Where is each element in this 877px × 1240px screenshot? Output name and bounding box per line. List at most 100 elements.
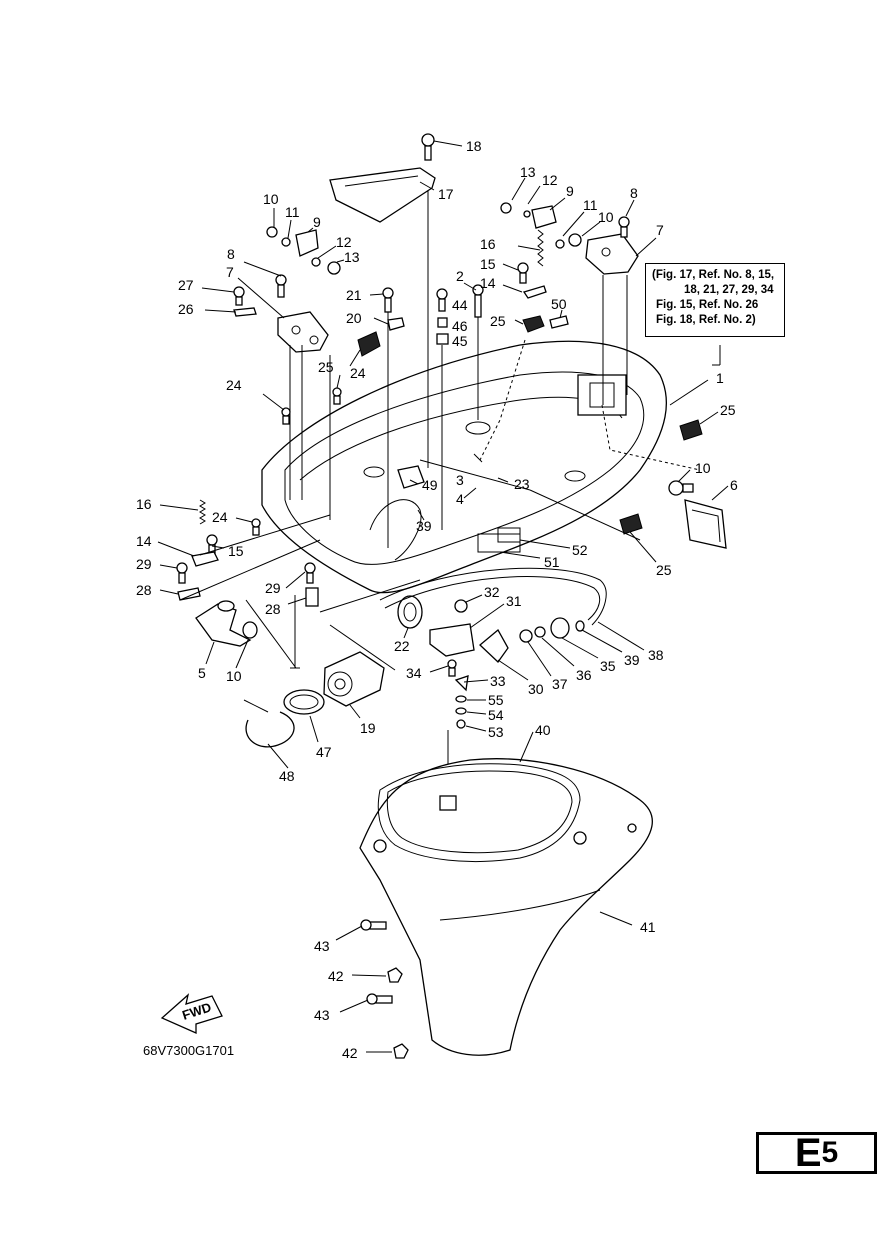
callout-28: 28 [265,601,281,617]
callout-55: 55 [488,692,504,708]
bolts-center [281,284,569,548]
callout-10: 10 [598,209,614,225]
fuel-line-parts [379,567,607,800]
callout-1: 1 [716,370,724,386]
top-cover-17 [329,167,436,468]
callout-22: 22 [394,638,410,654]
callout-13: 13 [520,164,536,180]
mid-left-parts [176,499,319,669]
callout-9: 9 [313,214,321,230]
callout-21: 21 [346,287,362,303]
callout-19: 19 [360,720,376,736]
section-letter: E [794,1131,822,1175]
callout-14: 14 [136,533,152,549]
note-line: (Fig. 17, Ref. No. 8, 15, [652,269,775,281]
callout-37: 37 [552,676,568,692]
guide-lines [179,339,721,671]
reference-note: (Fig. 17, Ref. No. 8, 15, 18, 21, 27, 29… [645,263,785,337]
callout-10: 10 [263,191,279,207]
callout-8: 8 [227,246,235,262]
note-line: Fig. 18, Ref. No. 2) [656,314,756,326]
callout-35: 35 [600,658,616,674]
callout-18: 18 [466,138,482,154]
callout-25: 25 [318,359,334,375]
callout-10: 10 [695,460,711,476]
callout-16: 16 [480,236,496,252]
callout-12: 12 [542,172,558,188]
callout-42: 42 [328,968,344,984]
callout-14: 14 [480,275,496,291]
lock-assembly-right [500,202,639,405]
callout-51: 51 [544,554,560,570]
callout-36: 36 [576,667,592,683]
callout-9: 9 [566,183,574,199]
harness-parts [243,465,425,748]
callout-15: 15 [228,543,244,559]
callout-40: 40 [535,722,551,738]
callout-45: 45 [452,333,468,349]
callout-50: 50 [551,296,567,312]
callout-5: 5 [198,665,206,681]
callout-47: 47 [316,744,332,760]
note-line: 18, 21, 27, 29, 34 [684,284,774,296]
callout-31: 31 [506,593,522,609]
callout-11: 11 [285,204,300,220]
callout-27: 27 [178,277,194,293]
callout-17: 17 [438,186,454,202]
callout-41: 41 [640,919,656,935]
callout-53: 53 [488,724,504,740]
diagram-code: 68V7300G1701 [143,1043,235,1058]
callout-29: 29 [265,580,281,596]
callout-16: 16 [136,496,152,512]
callout-labels: 18 17 13 12 9 11 10 8 7 10 11 9 12 13 8 … [136,138,738,1061]
callout-8: 8 [630,185,638,201]
callout-28: 28 [136,582,152,598]
callout-38: 38 [648,647,664,663]
callout-25: 25 [656,562,672,578]
callout-6: 6 [730,477,738,493]
right-parts [619,419,727,549]
lock-assembly-left [233,226,341,353]
callout-25: 25 [490,313,506,329]
bottom-cowling [261,340,668,594]
callout-15: 15 [480,256,496,272]
callout-29: 29 [136,556,152,572]
callout-34: 34 [406,665,422,681]
callout-leaders [157,140,729,1053]
callout-46: 46 [452,318,468,334]
callout-48: 48 [279,768,295,784]
callout-24: 24 [350,365,366,381]
callout-10: 10 [226,668,242,684]
callout-13: 13 [344,249,360,265]
apron-41 [359,758,653,1056]
callout-2: 2 [456,268,464,284]
callout-25: 25 [720,402,736,418]
callout-39: 39 [624,652,640,668]
callout-33: 33 [490,673,506,689]
callout-52: 52 [572,542,588,558]
callout-30: 30 [528,681,544,697]
callout-7: 7 [226,264,234,280]
callout-4: 4 [456,491,464,507]
callout-24: 24 [212,509,228,525]
callout-12: 12 [336,234,352,250]
spring-16-upper [517,229,547,299]
note-line: Fig. 15, Ref. No. 26 [656,299,759,311]
callout-20: 20 [346,310,362,326]
callout-23: 23 [514,476,530,492]
callout-44: 44 [452,297,468,313]
callout-54: 54 [488,707,504,723]
callout-32: 32 [484,584,500,600]
bolt-18 [421,133,435,161]
callout-26: 26 [178,301,194,317]
section-number: 5 [821,1136,839,1169]
fwd-arrow: FWD [160,993,223,1034]
callout-49: 49 [422,477,438,493]
callout-42: 42 [342,1045,358,1061]
callout-3: 3 [456,472,464,488]
callout-39: 39 [416,518,432,534]
screws-42-43 [360,919,409,1059]
callout-43: 43 [314,1007,330,1023]
callout-43: 43 [314,938,330,954]
